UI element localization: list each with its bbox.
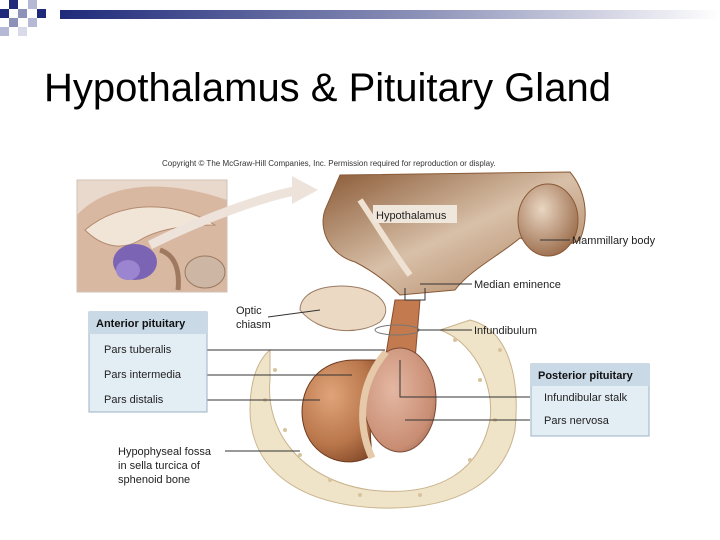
pars-intermedia-label: Pars intermedia xyxy=(104,369,182,381)
fossa-label-line3: sphenoid bone xyxy=(118,474,190,486)
inset-arrow-head xyxy=(292,176,318,204)
fossa-label-line2: in sella turcica of xyxy=(118,460,201,472)
copyright-text: Copyright © The McGraw-Hill Companies, I… xyxy=(162,159,496,168)
pars-tuberalis-label: Pars tuberalis xyxy=(104,344,172,356)
infundibulum-label: Infundibulum xyxy=(474,325,537,337)
pars-nervosa-label: Pars nervosa xyxy=(544,415,610,427)
infundibular-stalk-label: Infundibular stalk xyxy=(544,392,628,404)
mammillary-body-shape xyxy=(518,184,578,256)
mammillary-body-label: Mammillary body xyxy=(572,235,656,247)
anterior-pituitary-header: Anterior pituitary xyxy=(96,318,186,330)
optic-chiasm-shape xyxy=(300,286,386,331)
optic-chiasm-label-line1: Optic xyxy=(236,305,262,317)
posterior-pituitary-header: Posterior pituitary xyxy=(538,370,634,382)
anterior-pituitary-box: Anterior pituitary Pars tuberalis Pars i… xyxy=(89,312,207,412)
median-eminence-label: Median eminence xyxy=(474,279,561,291)
fossa-label-line1: Hypophyseal fossa xyxy=(118,446,212,458)
optic-chiasm-label-line2: chiasm xyxy=(236,319,271,331)
hypothalamus-label: Hypothalamus xyxy=(376,210,447,222)
posterior-pituitary-box: Posterior pituitary Infundibular stalk P… xyxy=(531,364,649,436)
pars-distalis-label: Pars distalis xyxy=(104,394,164,406)
brain-inset xyxy=(77,180,227,292)
